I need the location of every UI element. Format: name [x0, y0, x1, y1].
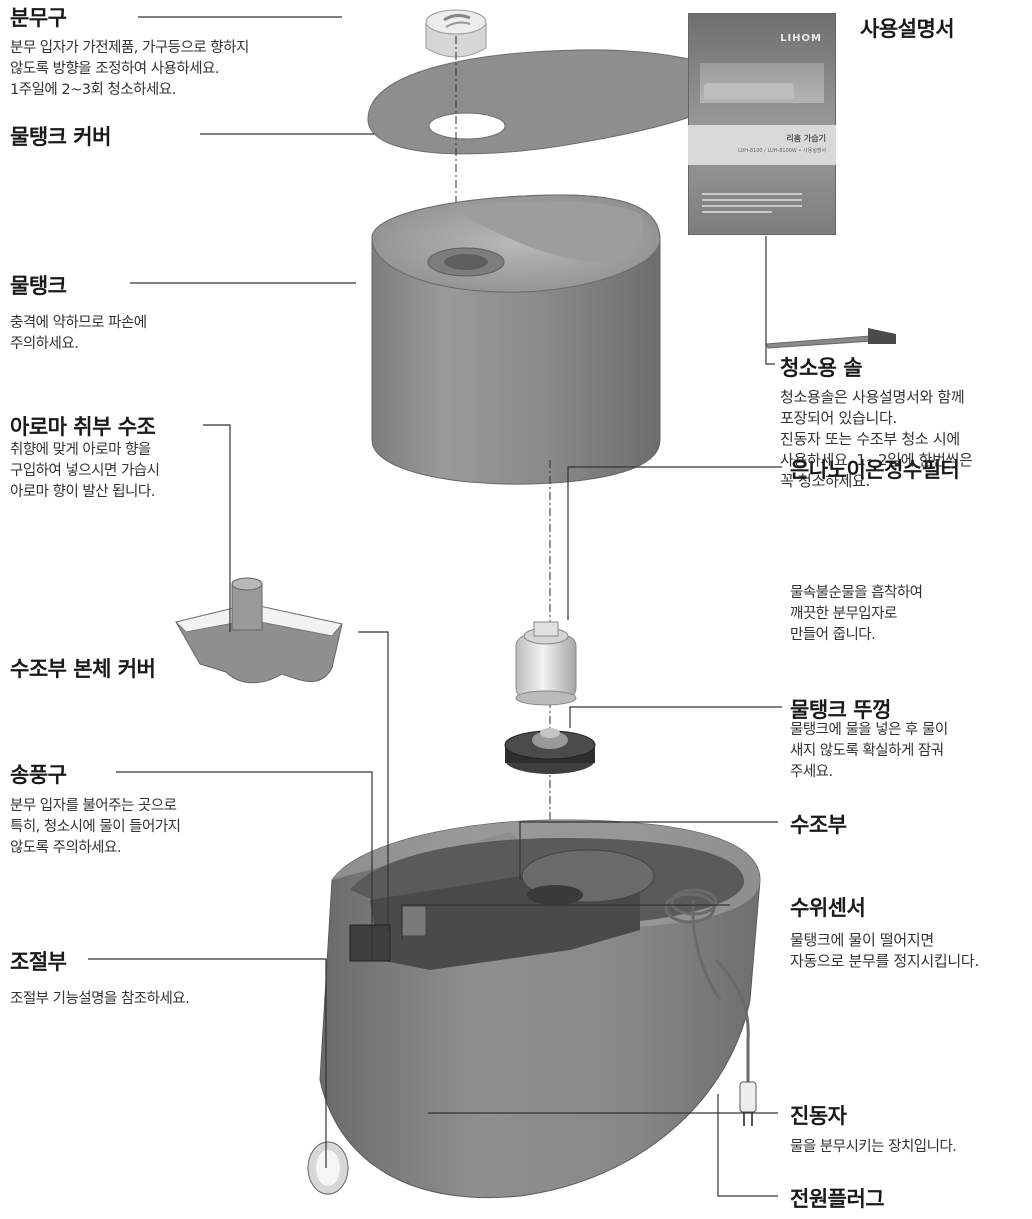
label-blower-title: 송풍구	[10, 763, 67, 787]
label-control-title: 조절부	[10, 950, 67, 974]
manual-logo: LIHOM	[780, 33, 822, 44]
manual-photo-sofa	[704, 83, 794, 99]
label-cap-title: 물탱크 뚜껑	[790, 698, 891, 722]
label-vibrator-desc: 물을 분무시키는 장치입니다.	[790, 1139, 957, 1155]
nozzle-part	[425, 9, 487, 58]
power-plug-part	[739, 1081, 757, 1126]
label-plug-title: 전원플러그	[790, 1187, 885, 1211]
power-cord-part	[664, 888, 750, 1082]
label-nozzle-desc: 분무 입자가 가전제품, 가구등으로 향하지 않도록 방향을 조정하여 사용하세…	[10, 40, 249, 98]
base-unit-part	[307, 819, 761, 1199]
label-sensor-title: 수위센서	[790, 896, 866, 920]
label-vibrator-title: 진동자	[790, 1104, 847, 1128]
label-nozzle-title: 분무구	[10, 6, 67, 30]
manual-band	[688, 125, 836, 165]
label-filter-desc: 물속불순물을 흡착하여 깨끗한 분무입자로 만들어 줍니다.	[790, 585, 923, 643]
leader-lines	[88, 16, 782, 1197]
manual-text-lines	[702, 193, 802, 217]
label-tank-desc: 충격에 약하므로 파손에 주의하세요.	[10, 315, 147, 352]
label-filter-title: 은나노이온정수필터	[790, 458, 960, 482]
tank-cap-part	[504, 728, 596, 774]
manual-booklet-image: LIHOM 리홈 가습기 LUH-8100 / LUH-8100W • 사용설명…	[688, 13, 836, 235]
water-tank-part	[371, 194, 661, 485]
label-aroma-title: 아로마 취부 수조	[10, 415, 156, 439]
brush-part	[765, 328, 896, 349]
label-control-desc: 조절부 기능설명을 참조하세요.	[10, 991, 190, 1007]
label-body-cover-title: 수조부 본체 커버	[10, 657, 156, 681]
label-tank-cover-title: 물탱크 커버	[10, 125, 111, 149]
manual-product-name: 리홈 가습기	[786, 134, 826, 143]
label-cap-desc: 물탱크에 물을 넣은 후 물이 새지 않도록 확실하게 잠궈 주세요.	[790, 722, 948, 780]
manual-model: LUH-8100 / LUH-8100W • 사용설명서	[738, 148, 826, 154]
label-blower-desc: 분무 입자를 불어주는 곳으로 특히, 청소시에 물이 들어가지 않도록 주의하…	[10, 798, 181, 856]
label-brush-title: 청소용 솔	[780, 356, 863, 380]
aroma-tray-part	[175, 577, 343, 684]
label-reservoir-title: 수조부	[790, 813, 847, 837]
label-brush-desc: 청소용솔은 사용설명서와 함께 포장되어 있습니다. 진동자 또는 수조부 청소…	[780, 388, 973, 490]
tank-cover-part	[367, 49, 739, 155]
label-sensor-desc: 물탱크에 물이 떨어지면 자동으로 분무를 정지시킵니다.	[790, 931, 979, 970]
label-manual-title: 사용설명서	[860, 17, 955, 41]
label-tank-title: 물탱크	[10, 274, 67, 298]
label-aroma-desc: 취향에 맞게 아로마 향을 구입하여 넣으시면 가습시 아로마 향이 발산 됩니…	[10, 442, 160, 500]
filter-part	[515, 621, 577, 706]
